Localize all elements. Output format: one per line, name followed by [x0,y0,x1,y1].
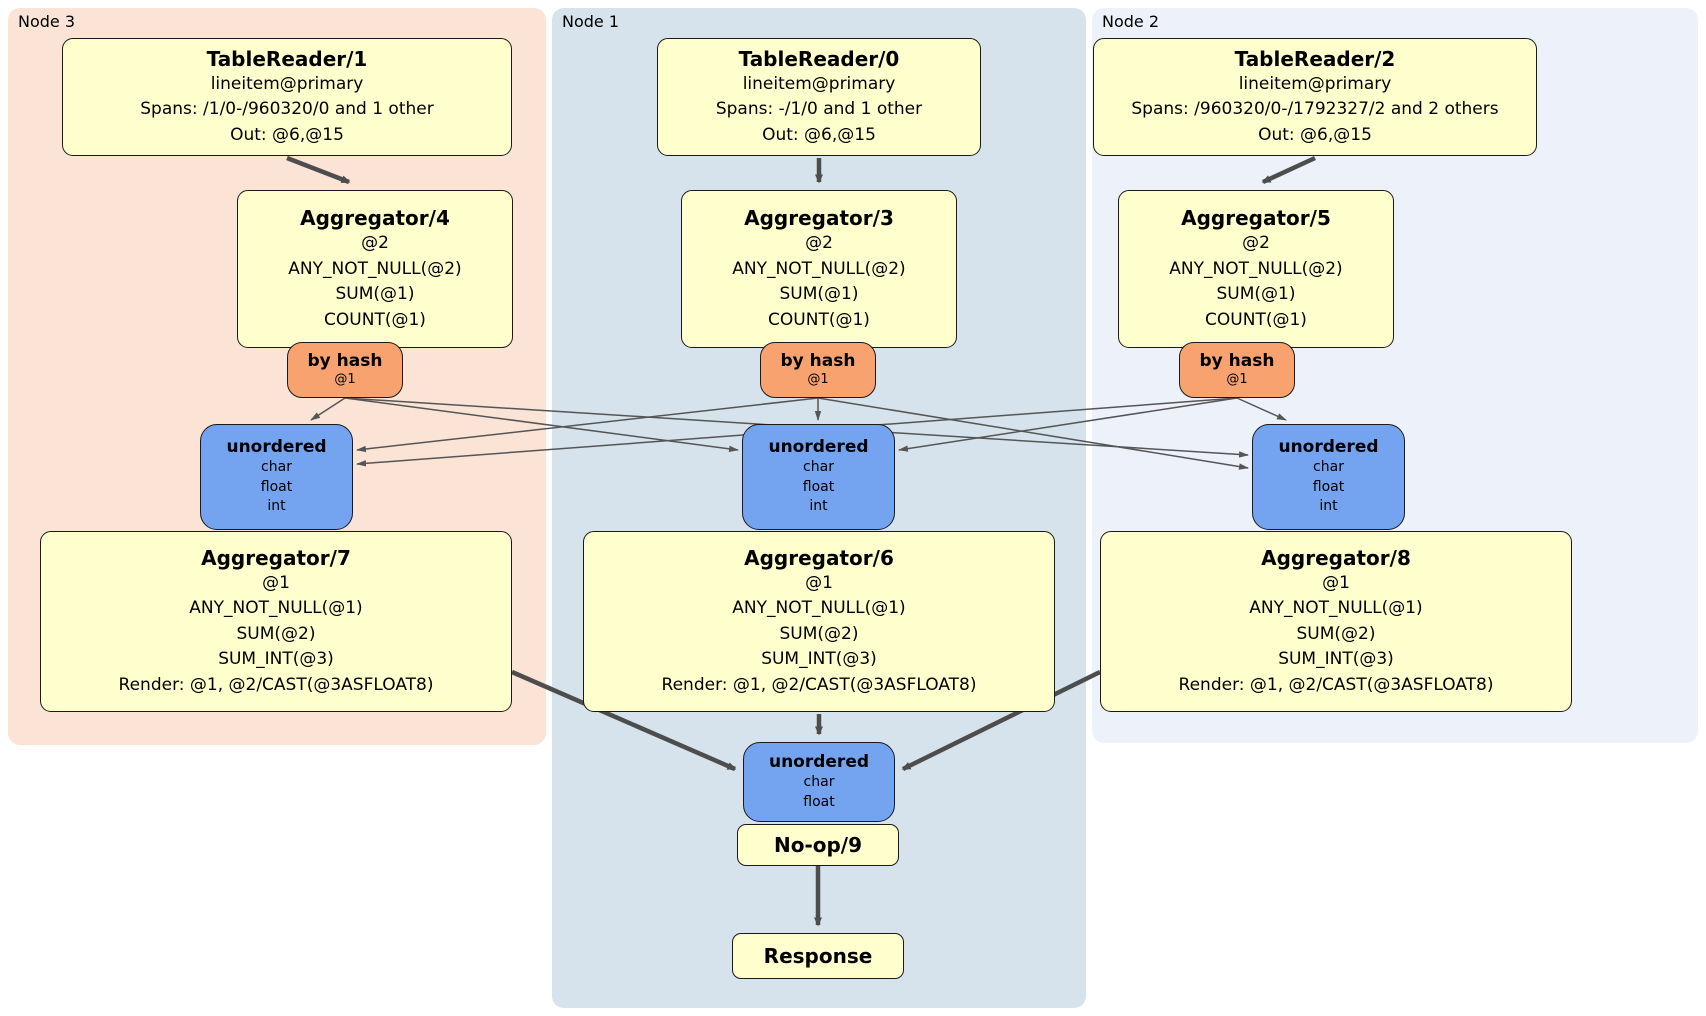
sync6-type-char: char [803,459,834,476]
aggregator3-box: Aggregator/3 @2 ANY_NOT_NULL(@2) SUM(@1)… [681,190,957,348]
aggregator8-group: @1 [1322,572,1350,593]
tablereader0-spans: Spans: -/1/0 and 1 other [715,99,923,120]
aggregator5-fn1: ANY_NOT_NULL(@2) [1169,258,1343,279]
sync6-type-int: int [809,498,828,515]
aggregator5-box: Aggregator/5 @2 ANY_NOT_NULL(@2) SUM(@1)… [1118,190,1394,348]
aggregator3-fn2: SUM(@1) [779,284,859,304]
tablereader0-index: lineitem@primary [742,73,896,94]
sync7-title: unordered [226,436,327,457]
aggregator4-fn1: ANY_NOT_NULL(@2) [288,258,462,279]
aggregator8-fn3: SUM_INT(@3) [1278,649,1394,670]
aggregator5-group: @2 [1242,233,1270,253]
tablereader2-out: Out: @6,@15 [1258,124,1372,145]
sync7-type-float: float [260,478,293,495]
aggregator8-render: Render: @1, @2/CAST(@3ASFLOAT8) [1178,674,1494,695]
aggregator7-render: Render: @1, @2/CAST(@3ASFLOAT8) [118,674,434,695]
tablereader1-out: Out: @6,@15 [230,124,344,145]
aggregator8-fn2: SUM(@2) [1296,623,1376,644]
aggregator4-fn2: SUM(@1) [335,284,415,304]
aggregator4-group: @2 [361,233,389,253]
router5-title: by hash [1199,351,1275,372]
response-title: Response [763,944,873,968]
node3-label: Node 3 [18,12,76,31]
aggregator3-title: Aggregator/3 [744,206,894,230]
sync8-type-char: char [1313,459,1344,476]
aggregator7-group: @1 [262,572,290,593]
sync8-type-float: float [1312,478,1345,495]
aggregator7-fn1: ANY_NOT_NULL(@1) [189,598,363,619]
tablereader2-spans: Spans: /960320/0-/1792327/2 and 2 others [1131,99,1499,120]
aggregator7-fn3: SUM_INT(@3) [218,649,334,670]
node1-label: Node 1 [562,12,620,31]
sync8-type-int: int [1319,498,1338,515]
aggregator7-box: Aggregator/7 @1 ANY_NOT_NULL(@1) SUM(@2)… [40,531,512,712]
router4-title: by hash [307,351,383,372]
noop-box: No-op/9 [737,824,899,866]
aggregator7-title: Aggregator/7 [201,545,351,570]
tablereader0-box: TableReader/0 lineitem@primary Spans: -/… [657,38,981,156]
router4-key: @1 [334,371,356,387]
router5-key: @1 [1226,371,1248,387]
aggregator5-fn3: COUNT(@1) [1205,309,1307,330]
tablereader1-box: TableReader/1 lineitem@primary Spans: /1… [62,38,512,156]
sync-final-type-char: char [803,774,835,791]
aggregator5-fn2: SUM(@1) [1216,284,1296,304]
aggregator6-render: Render: @1, @2/CAST(@3ASFLOAT8) [661,674,977,695]
sync6-unordered: unordered char float int [742,424,895,530]
aggregator6-fn3: SUM_INT(@3) [761,649,877,670]
aggregator4-fn3: COUNT(@1) [324,309,426,330]
router4-by-hash: by hash @1 [287,342,403,398]
tablereader0-out: Out: @6,@15 [762,124,876,145]
aggregator7-fn2: SUM(@2) [236,623,316,644]
sync7-type-int: int [267,498,286,515]
aggregator4-title: Aggregator/4 [300,206,450,230]
sync7-unordered: unordered char float int [200,424,353,530]
sync7-type-char: char [261,459,292,476]
node2-label: Node 2 [1102,12,1160,31]
aggregator6-fn2: SUM(@2) [779,623,859,644]
tablereader1-index: lineitem@primary [210,73,364,94]
tablereader2-title: TableReader/2 [1234,46,1396,71]
sync6-type-float: float [802,478,835,495]
sync-final-unordered: unordered char float [743,742,895,822]
router3-key: @1 [807,371,829,387]
sync8-unordered: unordered char float int [1252,424,1405,530]
aggregator6-group: @1 [805,572,833,593]
router3-title: by hash [780,351,856,372]
aggregator8-box: Aggregator/8 @1 ANY_NOT_NULL(@1) SUM(@2)… [1100,531,1572,712]
response-box: Response [732,933,904,979]
router5-by-hash: by hash @1 [1179,342,1295,398]
aggregator6-fn1: ANY_NOT_NULL(@1) [732,598,906,619]
aggregator6-box: Aggregator/6 @1 ANY_NOT_NULL(@1) SUM(@2)… [583,531,1055,712]
aggregator5-title: Aggregator/5 [1181,206,1331,230]
aggregator3-fn1: ANY_NOT_NULL(@2) [732,258,906,279]
tablereader1-spans: Spans: /1/0-/960320/0 and 1 other [140,99,434,120]
tablereader2-box: TableReader/2 lineitem@primary Spans: /9… [1093,38,1537,156]
aggregator4-box: Aggregator/4 @2 ANY_NOT_NULL(@2) SUM(@1)… [237,190,513,348]
aggregator6-title: Aggregator/6 [744,545,894,570]
aggregator3-fn3: COUNT(@1) [768,309,870,330]
noop-title: No-op/9 [773,833,863,857]
aggregator8-title: Aggregator/8 [1261,545,1411,570]
tablereader1-title: TableReader/1 [206,46,368,71]
sync8-title: unordered [1278,436,1379,457]
sync-final-title: unordered [768,751,870,772]
sync-final-type-float: float [803,793,835,810]
sync6-title: unordered [768,436,869,457]
aggregator3-group: @2 [805,233,833,253]
tablereader2-index: lineitem@primary [1238,73,1392,94]
tablereader0-title: TableReader/0 [738,46,900,71]
aggregator8-fn1: ANY_NOT_NULL(@1) [1249,598,1423,619]
router3-by-hash: by hash @1 [760,342,876,398]
